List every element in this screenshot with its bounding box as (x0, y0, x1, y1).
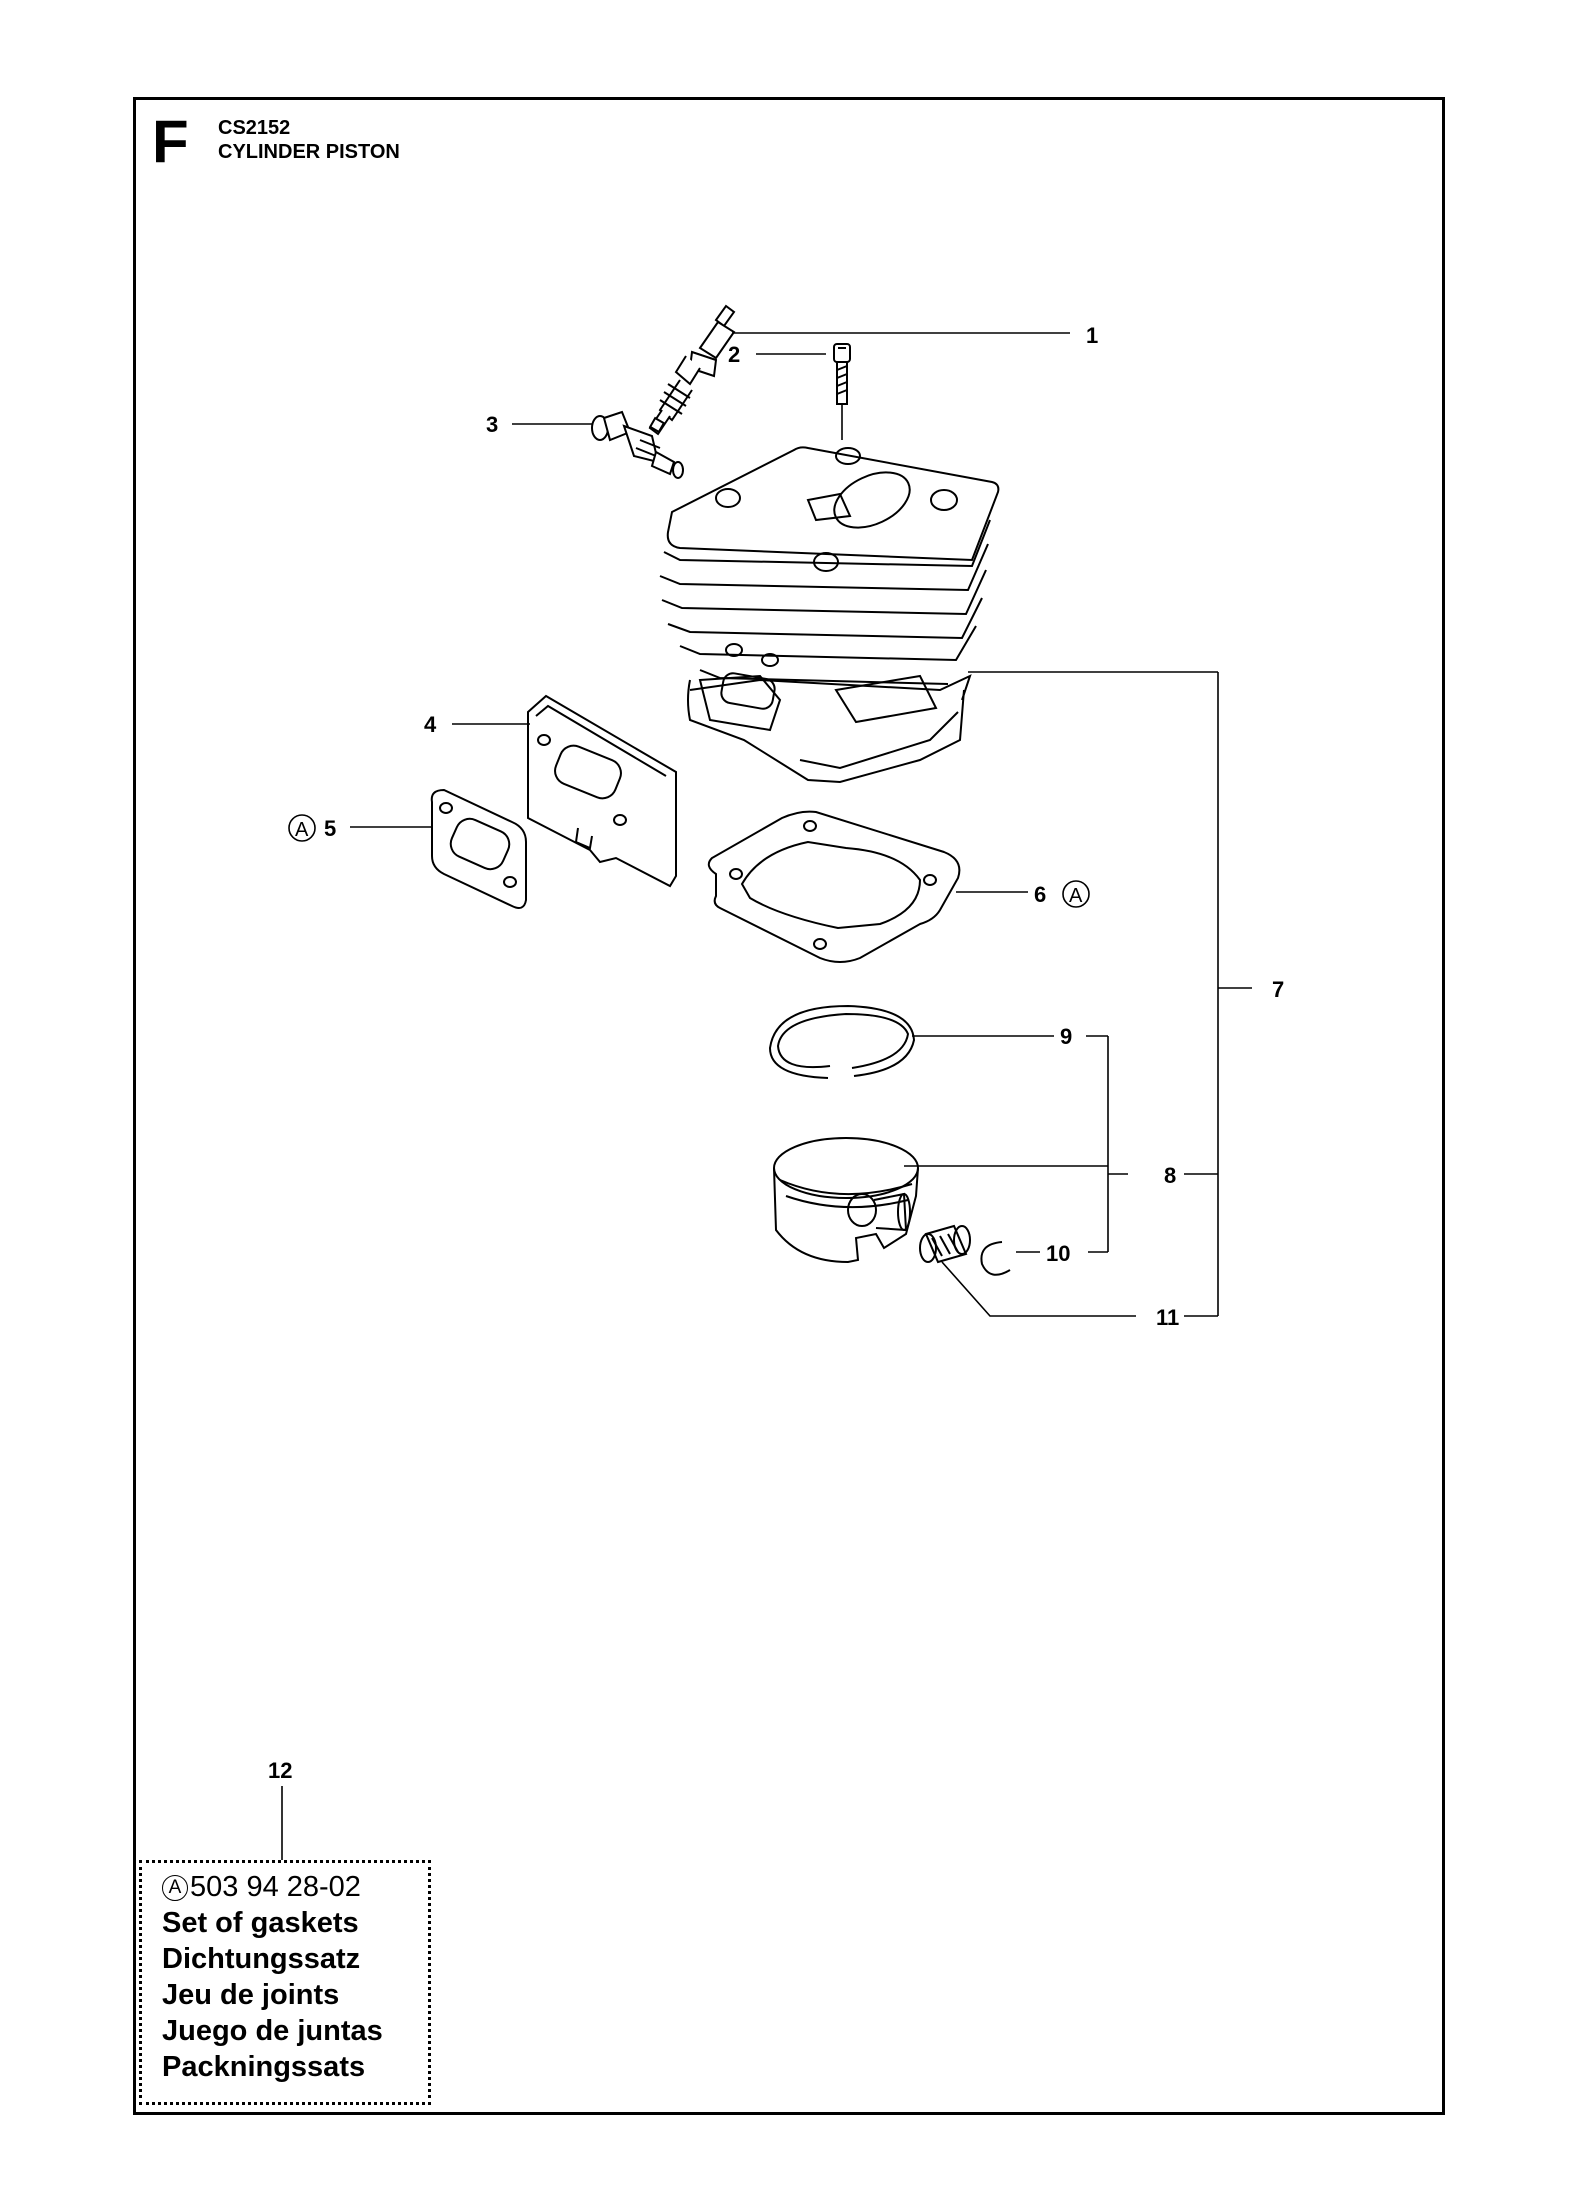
decompression-valve-drawing (591, 410, 684, 479)
callout-6: 6 (1034, 882, 1046, 907)
kit-name-en: Set of gaskets (162, 1907, 359, 1939)
piston-drawing (773, 1137, 919, 1264)
leader-lines (281, 332, 1252, 1860)
callout-5: 5 (324, 816, 336, 841)
callout-9: 9 (1060, 1024, 1072, 1049)
callout-12: 12 (268, 1758, 292, 1783)
spark-plug-drawing (648, 304, 736, 436)
callout-1: 1 (1086, 323, 1098, 348)
callout-3: 3 (486, 412, 498, 437)
needle-bearing-drawing (919, 1224, 971, 1264)
kit-name-sv: Packningssats (162, 2051, 366, 2083)
callout-4: 4 (424, 712, 437, 737)
callout-11: 11 (1156, 1305, 1179, 1330)
circlip-drawing (980, 1241, 1011, 1276)
cylinder-drawing (659, 446, 1000, 784)
heat-shield-drawing (527, 694, 677, 888)
kit-name-es: Juego de juntas (162, 2015, 383, 2047)
svg-text:A: A (295, 819, 309, 841)
kit-part-number: 503 94 28-02 (190, 1871, 361, 1903)
kit-marker-6: A (1062, 880, 1090, 908)
kit-symbol: A (162, 1875, 188, 1901)
svg-text:A: A (1069, 885, 1083, 907)
base-gasket-drawing (707, 810, 961, 963)
piston-ring-drawing (768, 1004, 916, 1079)
model-code: CS2152 (218, 117, 291, 139)
section-title: CYLINDER PISTON (218, 141, 400, 163)
callout-10: 10 (1046, 1241, 1070, 1266)
kit-marker-5: A (288, 814, 316, 842)
callout-numbers: 1 2 3 4 5 6 7 8 9 10 11 12 (268, 323, 1284, 1783)
kit-name-de: Dichtungssatz (162, 1943, 361, 1975)
page-frame (133, 97, 1445, 2115)
muffler-gasket-drawing (430, 788, 527, 909)
section-letter: F (152, 108, 189, 175)
callout-7: 7 (1272, 977, 1284, 1002)
callout-8: 8 (1164, 1163, 1176, 1188)
screw-drawing (833, 343, 851, 405)
callout-2: 2 (728, 342, 740, 367)
kit-name-fr: Jeu de joints (162, 1979, 340, 2011)
